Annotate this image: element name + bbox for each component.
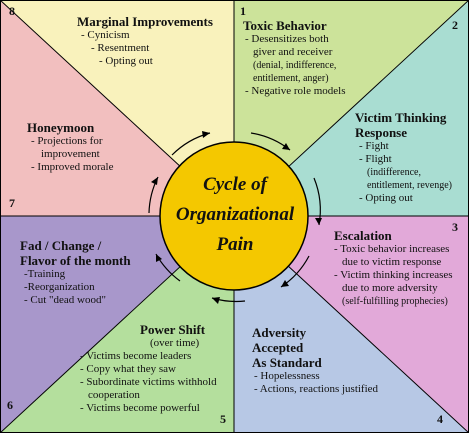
section-3-item: - Victim thinking increases	[334, 269, 453, 281]
arrowhead-7	[202, 131, 210, 138]
section-4-number: 4	[437, 412, 443, 426]
section-6-item: -Reorganization	[24, 281, 95, 293]
section-6-item: - Cut "dead wood"	[24, 294, 106, 306]
section-4-title-line-3: As Standard	[252, 355, 322, 370]
section-4-item: - Actions, reactions justified	[254, 383, 379, 395]
section-5-item: - Copy what they saw	[80, 363, 176, 375]
section-4: Adversity Accepted As Standard - Hopeles…	[252, 325, 378, 396]
section-1-item: giver and receiver	[253, 46, 333, 58]
section-4-title: Adversity	[252, 325, 307, 340]
section-2-item: - Fight	[359, 140, 389, 152]
section-1-item: entitlement, anger)	[253, 73, 329, 84]
section-3-item: (self-fulfilling prophecies)	[342, 296, 448, 307]
section-2: Victim Thinking Response - Fight - Fligh…	[355, 110, 452, 205]
section-3-title: Escalation	[334, 228, 392, 243]
section-4-item: - Hopelessness	[254, 370, 320, 382]
section-5-item: - Subordinate victims withhold	[80, 376, 217, 388]
section-5-title: Power Shift	[140, 322, 206, 337]
arrowhead-3	[281, 280, 289, 287]
section-4-title-line-2: Accepted	[252, 340, 304, 355]
section-7-title: Honeymoon	[27, 120, 95, 135]
section-3-item: - Toxic behavior increases	[334, 243, 450, 255]
section-2-title-line-2: Response	[355, 125, 408, 140]
section-2-item: - Opting out	[359, 192, 413, 204]
arrowhead-2	[315, 218, 322, 225]
section-5-number: 5	[220, 412, 226, 426]
section-1-item: - Negative role models	[245, 85, 346, 97]
section-5-subtitle: (over time)	[150, 337, 200, 349]
section-8: Marginal Improvements - Cynicism - Resen…	[77, 14, 213, 68]
arrowhead-6	[151, 177, 158, 185]
center-title: Cycle of Organizational Pain	[160, 150, 310, 280]
center-title-line-2: Organizational	[175, 204, 295, 225]
section-7: Honeymoon - Projections for improvement …	[27, 120, 113, 174]
arrowhead-5	[156, 254, 162, 262]
arrowhead-4	[212, 297, 220, 304]
section-7-item: - Projections for	[31, 135, 103, 147]
section-7-item: improvement	[41, 148, 100, 160]
section-2-item: (indifference,	[367, 167, 421, 178]
section-5-item: cooperation	[88, 389, 140, 401]
section-8-title: Marginal Improvements	[77, 14, 213, 29]
section-6-number: 6	[7, 398, 13, 412]
section-1-number: 1	[240, 4, 246, 18]
section-1-item: (denial, indifference,	[253, 60, 337, 71]
section-2-item: entitlement, revenge)	[367, 180, 452, 191]
section-7-item: - Improved morale	[31, 161, 114, 173]
section-8-item: - Opting out	[99, 55, 153, 67]
section-6-title: Fad / Change /	[20, 238, 102, 253]
arrowhead-1	[282, 143, 290, 150]
section-6: Fad / Change / Flavor of the month -Trai…	[20, 238, 131, 307]
section-1-item: - Desensitizes both	[245, 33, 329, 45]
section-5: Power Shift (over time) - Victims become…	[80, 322, 217, 415]
section-5-item: - Victims become powerful	[80, 402, 200, 414]
section-3-number: 3	[452, 220, 458, 234]
center-title-line-3: Pain	[216, 234, 254, 255]
section-3-item: due to victim response	[342, 256, 442, 268]
section-1-title: Toxic Behavior	[243, 18, 327, 33]
center-circle	[159, 141, 309, 291]
section-8-item: - Cynicism	[81, 29, 130, 41]
section-3-item: due to more adversity	[342, 282, 438, 294]
section-8-number: 8	[9, 4, 15, 18]
section-7-number: 7	[9, 196, 15, 210]
section-2-title: Victim Thinking	[355, 110, 447, 125]
section-2-item: - Flight	[359, 153, 392, 165]
section-5-item: - Victims become leaders	[80, 350, 192, 362]
section-8-item: - Resentment	[91, 42, 150, 54]
section-6-item: -Training	[24, 268, 66, 280]
section-1: Toxic Behavior - Desensitizes both giver…	[243, 18, 346, 98]
section-3: Escalation - Toxic behavior increases du…	[334, 228, 453, 308]
section-6-title-line-2: Flavor of the month	[20, 253, 131, 268]
section-2-number: 2	[452, 18, 458, 32]
center-title-line-1: Cycle of	[203, 174, 267, 195]
